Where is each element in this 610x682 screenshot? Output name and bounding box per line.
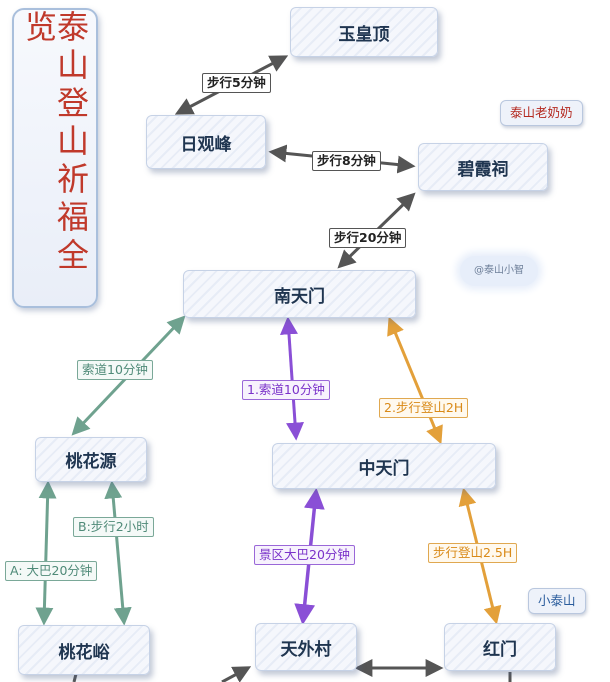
arrow-taohuayu-taohuayuan-walk [104,480,132,626]
label-zhongtian-nantian-cable: 1.索道10分钟 [242,380,330,400]
diagram-title: 泰山登山祈福全览 [20,10,90,276]
label-taohuayu-taohuayuan-walk: B:步行2小时 [73,517,154,537]
watermark: @泰山小智 [460,256,538,286]
label-taohuayu-taohuayuan-bus: A: 大巴20分钟 [5,561,98,581]
node-taohuayu: 桃花峪 [18,625,150,675]
node-bixiaci: 碧霞祠 [418,143,548,191]
label-zhongtian-nantian-walk: 2.步行登山2H [379,398,469,418]
label-riguan-bixia: 步行8分钟 [312,151,381,171]
label-riguan-yuhuang: 步行5分钟 [202,73,271,93]
tag-bixia-note: 泰山老奶奶 [500,100,583,126]
title-card: 泰山登山祈福全览 [12,8,98,308]
arrow-taohuayu-bottom [72,673,78,682]
node-hongmen: 红门 [444,623,556,671]
arrow-zhongtianmen-nantianmen-walk [387,316,443,445]
arrow-taohuayu-taohuayuan-bus [35,480,57,626]
node-riguanfeng: 日观峰 [146,115,266,169]
arrow-tianwaicun-left [221,666,252,682]
node-yuhuangding: 玉皇顶 [290,7,438,57]
label-taohuayuan-nantian: 索道10分钟 [77,360,153,380]
tag-hongmen-note: 小泰山 [528,588,586,614]
label-tianwai-zhongtian: 景区大巴20分钟 [254,545,355,565]
node-taohuayuan: 桃花源 [35,437,147,482]
arrow-zhongtianmen-nantianmen-cable [280,316,304,441]
label-bixia-nantian: 步行20分钟 [329,228,407,248]
label-hongmen-zhongtian: 步行登山2.5H [428,543,518,563]
node-tianwaicun: 天外村 [255,623,357,671]
node-nantianmen: 南天门 [183,270,416,318]
node-zhongtianmen: 中天门 [272,443,496,489]
